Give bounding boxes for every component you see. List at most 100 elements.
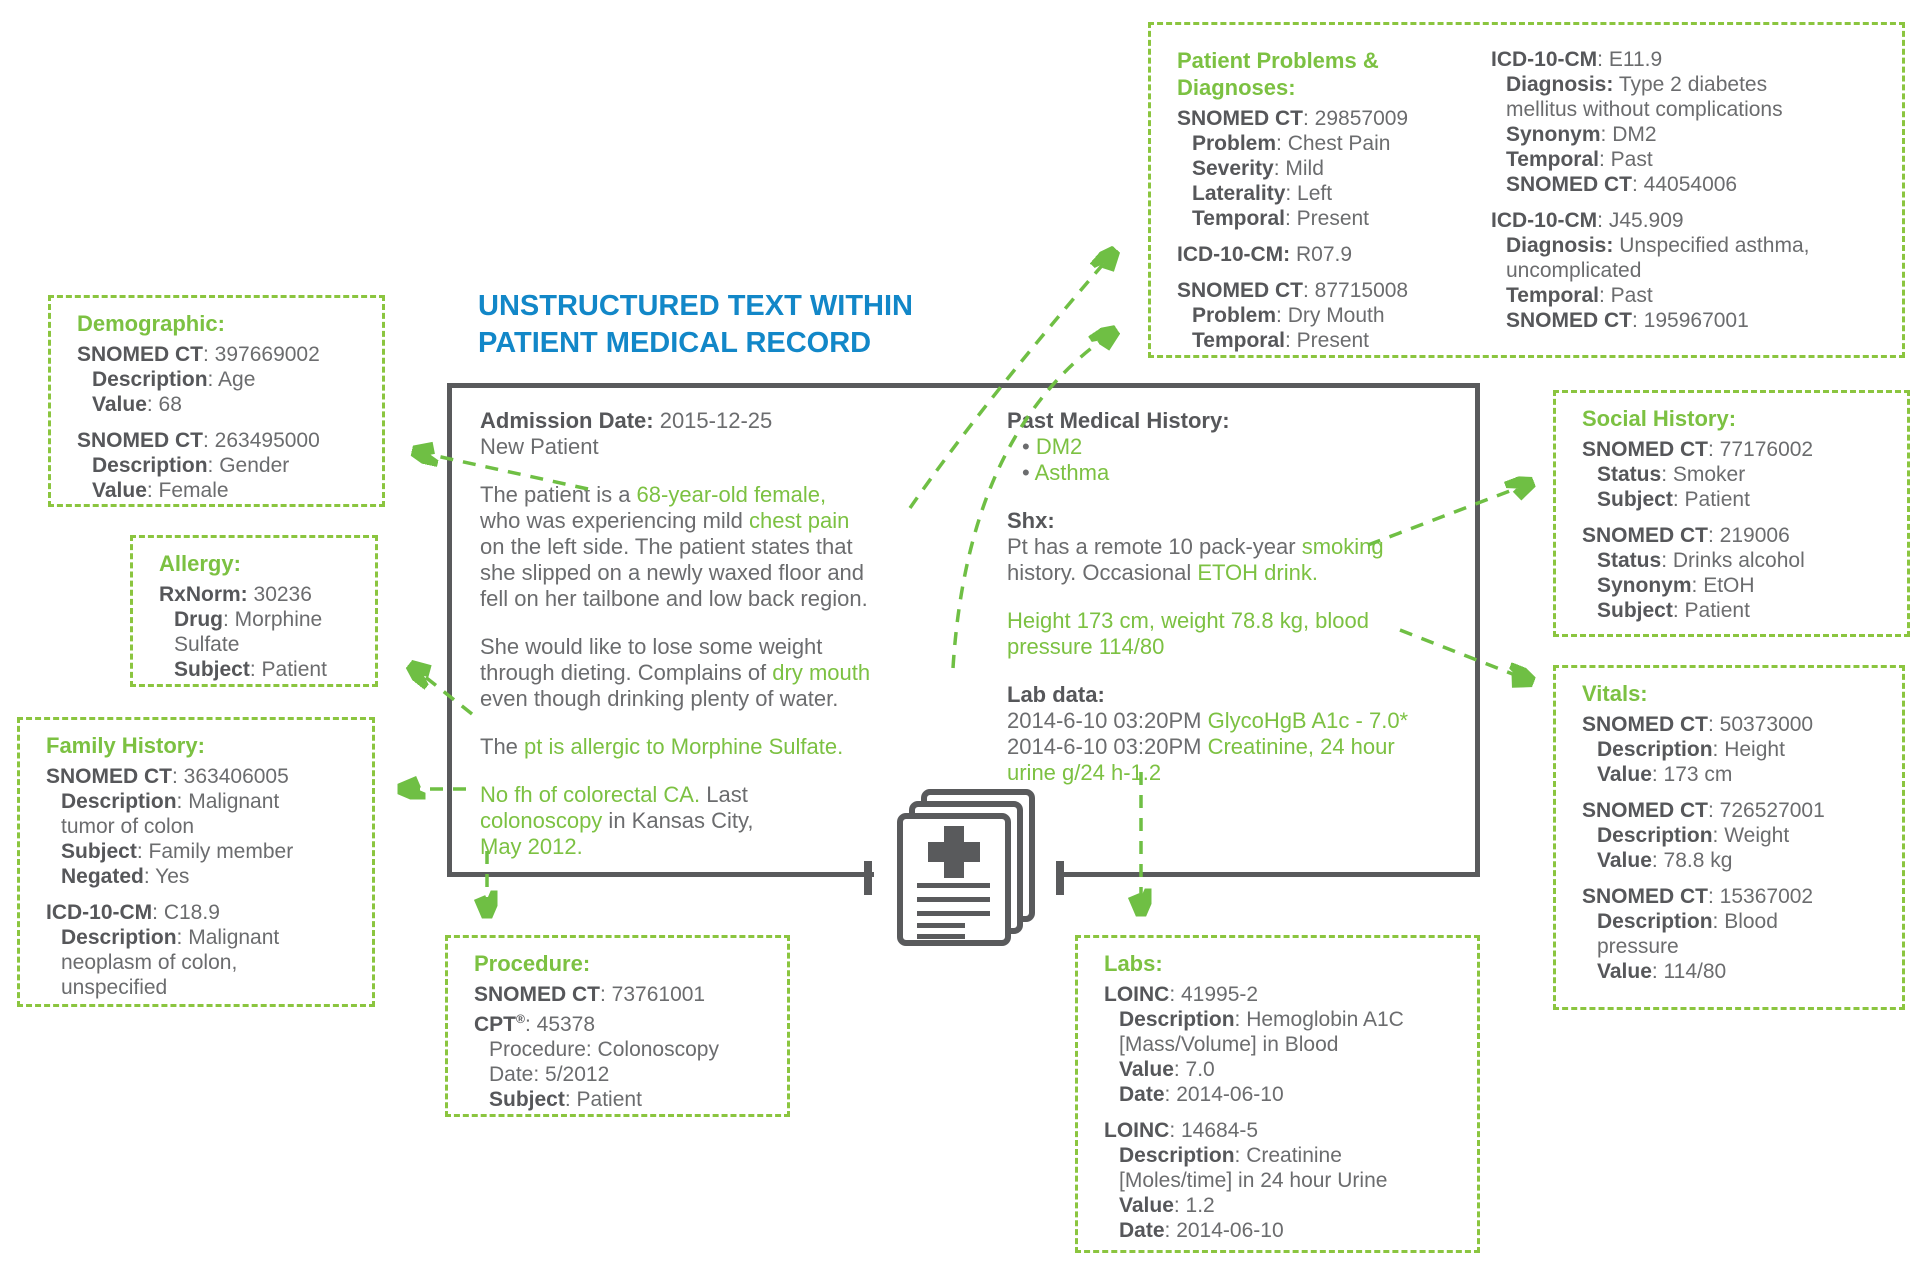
text-line: Value: 7.0: [1119, 1058, 1215, 1081]
text-line: Value: 68: [92, 393, 182, 416]
text-line: on the left side. The patient states tha…: [480, 534, 853, 559]
entry: Lab data:2014-6-10 03:20PM GlycoHgB A1c …: [1007, 682, 1457, 786]
text-line: pressure 114/80: [1007, 634, 1165, 659]
text-line: Description: Creatinine: [1119, 1144, 1342, 1167]
text-line: tumor of colon: [61, 815, 195, 838]
text-line: Status: Smoker: [1597, 463, 1746, 486]
text-line: Past Medical History:: [1007, 408, 1230, 433]
box-title: Labs:: [1104, 951, 1163, 976]
text-line: SNOMED CT: 73761001: [474, 983, 706, 1006]
text-line: Height 173 cm, weight 78.8 kg, blood: [1007, 608, 1370, 633]
text-line: SNOMED CT: 219006: [1582, 524, 1790, 547]
text-line: Date: 5/2012: [489, 1063, 610, 1086]
problems-left-column: Patient Problems & Diagnoses: SNOMED CT:…: [1177, 47, 1477, 364]
text-line: Description: Hemoglobin A1C: [1119, 1008, 1404, 1031]
text-line: Subject: Patient: [174, 658, 327, 681]
text-line: even though drinking plenty of water.: [480, 686, 839, 711]
text-line: Value: 114/80: [1597, 960, 1727, 983]
text-line: ICD-10-CM: E11.9: [1491, 48, 1663, 71]
text-line: ICD-10-CM: C18.9: [46, 901, 220, 924]
text-line: New Patient: [480, 434, 599, 459]
text-line: Negated: Yes: [61, 865, 190, 888]
text-line: Date: 2014-06-10: [1119, 1219, 1284, 1242]
text-line: neoplasm of colon,: [61, 951, 238, 974]
text-line: Date: 2014-06-10: [1119, 1083, 1284, 1106]
text-line: LOINC: 41995-2: [1104, 983, 1259, 1006]
text-line: history. Occasional ETOH drink.: [1007, 560, 1318, 585]
text-line: Temporal: Past: [1506, 148, 1653, 171]
text-line: [Mass/Volume] in Blood: [1119, 1033, 1339, 1056]
entry: The patient is a 68-year-old female,who …: [480, 482, 950, 612]
text-line: Description: Weight: [1597, 824, 1790, 847]
text-line: Value: 173 cm: [1597, 763, 1733, 786]
text-line: unspecified: [61, 976, 168, 999]
text-line: Description: Malignant: [61, 790, 280, 813]
box-title: Demographic:: [77, 311, 225, 336]
text-line: The pt is allergic to Morphine Sulfate.: [480, 734, 844, 759]
text-line: Temporal: Present: [1192, 207, 1370, 230]
text-line: Diagnosis: Unspecified asthma,: [1506, 234, 1810, 257]
box-title: Procedure:: [474, 951, 591, 976]
text-line: Subject: Patient: [489, 1088, 642, 1111]
text-line: Value: 78.8 kg: [1597, 849, 1733, 872]
text-line: No fh of colorectal CA. Last: [480, 782, 748, 807]
entry: ICD-10-CM: R07.9: [1177, 242, 1477, 267]
text-line: Problem: Chest Pain: [1192, 132, 1391, 155]
text-line: Admission Date: 2015-12-25: [480, 408, 773, 433]
text-line: LOINC: 14684-5: [1104, 1119, 1259, 1142]
text-line: Description: Gender: [92, 454, 290, 477]
text-line: through dieting. Complains of dry mouth: [480, 660, 871, 685]
medical-document-stack-icon: [897, 789, 1047, 959]
text-line: Diagnosis: Type 2 diabetes: [1506, 73, 1768, 96]
document-text-line: [917, 934, 965, 939]
border-cap-left: [864, 861, 872, 895]
text-line: Problem: Dry Mouth: [1192, 304, 1385, 327]
text-line: Subject: Patient: [1597, 488, 1750, 511]
text-line: The patient is a 68-year-old female,: [480, 482, 827, 507]
entry: Past Medical History:• DM2• Asthma: [1007, 408, 1457, 486]
text-line: Description: Height: [1597, 738, 1785, 761]
box-title: Vitals:: [1582, 681, 1648, 706]
text-line: Value: Female: [92, 479, 229, 502]
text-line: Description: Age: [92, 368, 256, 391]
text-line: SNOMED CT: 77176002: [1582, 438, 1814, 461]
text-line: who was experiencing mild chest pain: [480, 508, 850, 533]
text-line: Subject: Family member: [61, 840, 294, 863]
text-line: SNOMED CT: 44054006: [1506, 173, 1738, 196]
text-line: SNOMED CT: 29857009: [1177, 107, 1409, 130]
text-line: Lab data:: [1007, 682, 1105, 707]
page-title: UNSTRUCTURED TEXT WITHIN PATIENT MEDICAL…: [478, 288, 913, 362]
text-line: ICD-10-CM: J45.909: [1491, 209, 1684, 232]
text-line: [Moles/time] in 24 hour Urine: [1119, 1169, 1388, 1192]
text-line: uncomplicated: [1506, 259, 1642, 282]
page-title-line2: PATIENT MEDICAL RECORD: [478, 327, 872, 359]
text-line: Synonym: EtOH: [1597, 574, 1755, 597]
text-line: She would like to lose some weight: [480, 634, 823, 659]
text-line: Temporal: Present: [1192, 329, 1370, 352]
text-line: SNOMED CT: 195967001: [1506, 309, 1749, 332]
text-line: ICD-10-CM: R07.9: [1177, 243, 1353, 266]
page-title-line1: UNSTRUCTURED TEXT WITHIN: [478, 290, 913, 322]
